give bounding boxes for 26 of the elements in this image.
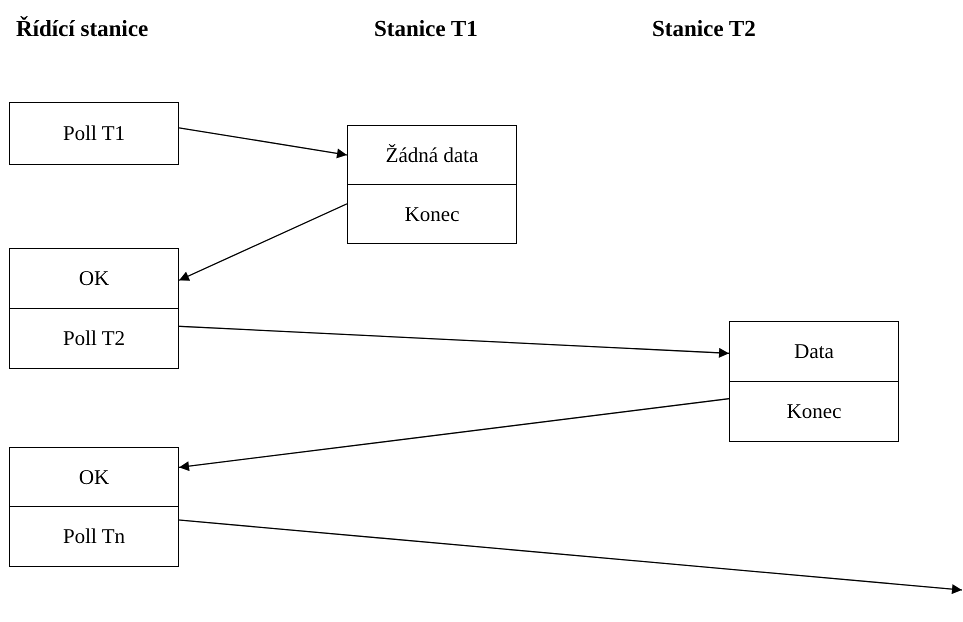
message-box: [9, 447, 179, 507]
arrow: [178, 127, 348, 158]
column-heading: Stanice T2: [652, 16, 756, 42]
message-box: [9, 308, 179, 369]
message-box: [9, 102, 179, 165]
message-box: [9, 248, 179, 309]
message-box: [9, 506, 179, 567]
message-box: [729, 321, 899, 382]
message-box: [729, 381, 899, 442]
message-text: Poll T2: [62, 326, 126, 351]
arrow: [178, 326, 730, 358]
message-text: OK: [78, 266, 110, 291]
message-box: [347, 125, 517, 185]
arrow: [178, 398, 730, 472]
message-box: [347, 184, 517, 244]
column-heading: Stanice T1: [374, 16, 478, 42]
message-text: Poll Tn: [62, 524, 126, 549]
arrow: [178, 203, 348, 281]
message-text: OK: [78, 464, 110, 490]
message-text: Data: [794, 339, 834, 364]
column-heading: Řídící stanice: [16, 16, 148, 42]
message-text: Konec: [786, 399, 842, 424]
message-text: Poll T1: [62, 121, 126, 146]
message-text: Konec: [404, 202, 460, 226]
message-text: Žádná data: [386, 142, 478, 168]
arrow: [178, 519, 962, 594]
